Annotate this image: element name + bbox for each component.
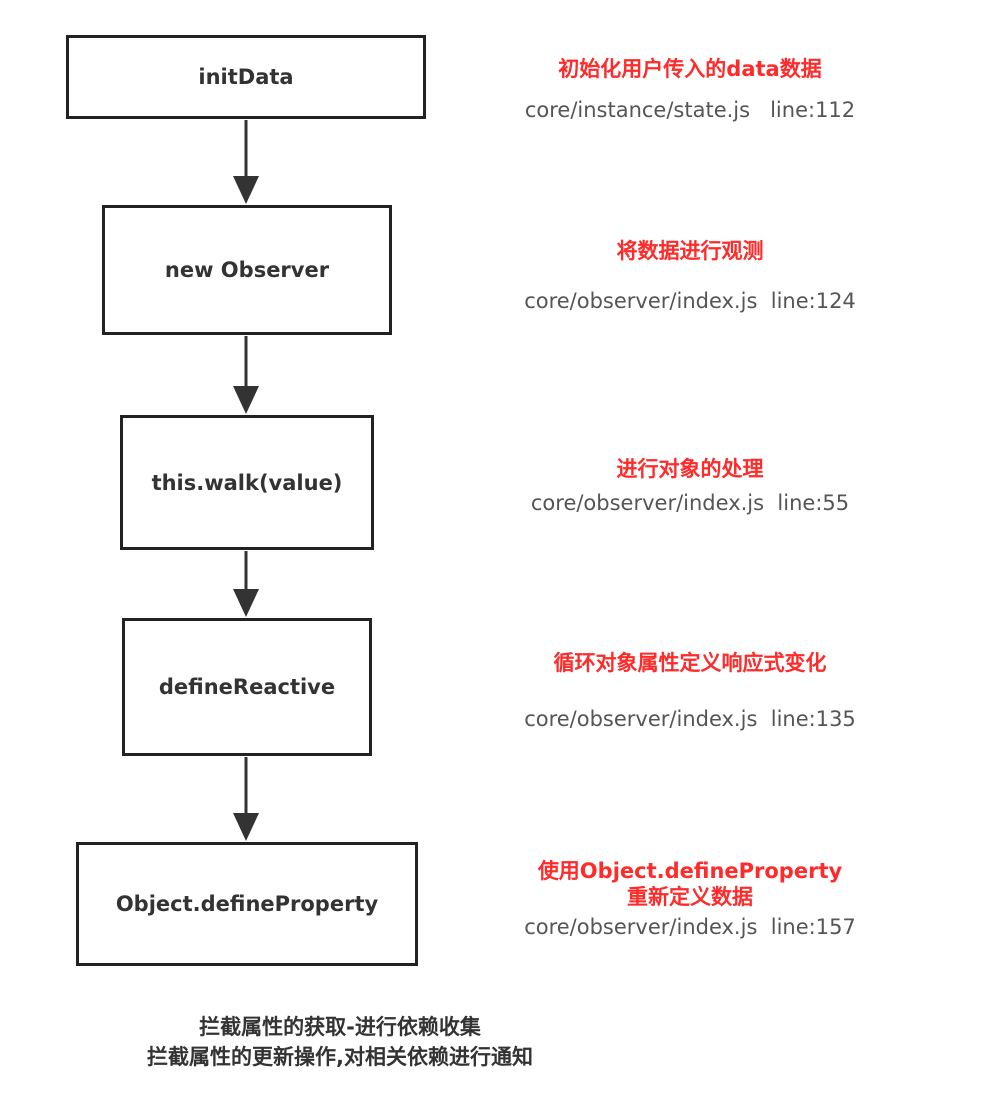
note-title: 初始化用户传入的data数据 (558, 57, 822, 81)
arrow-4-head (233, 813, 259, 841)
note-path: core/observer/index.js line:124 (524, 289, 856, 313)
note-define-reactive: 循环对象属性定义响应式变化 core/observer/index.js lin… (470, 650, 910, 732)
footer-description: 拦截属性的获取-进行依赖收集 拦截属性的更新操作,对相关依赖进行通知 (130, 1012, 550, 1072)
note-title: 将数据进行观测 (616, 239, 764, 263)
note-title-line2: 重新定义数据 (627, 885, 753, 909)
note-title: 循环对象属性定义响应式变化 (553, 651, 827, 675)
note-init-data: 初始化用户传入的data数据 core/instance/state.js li… (470, 56, 910, 123)
node-label: new Observer (164, 258, 330, 282)
note-title: 使用Object.defineProperty (537, 859, 843, 883)
arrow-2-head (233, 386, 259, 414)
footer-line-2: 拦截属性的更新操作,对相关依赖进行通知 (147, 1045, 533, 1069)
note-object-define-property: 使用Object.defineProperty 重新定义数据 core/obse… (470, 858, 910, 940)
node-new-observer: new Observer (102, 205, 392, 335)
footer-line-1: 拦截属性的获取-进行依赖收集 (199, 1015, 481, 1039)
node-label: this.walk(value) (151, 470, 343, 495)
note-title: 进行对象的处理 (616, 457, 764, 481)
node-this-walk: this.walk(value) (120, 415, 374, 550)
node-define-reactive: defineReactive (122, 618, 372, 756)
node-label: Object.defineProperty (115, 892, 379, 916)
note-new-observer: 将数据进行观测 core/observer/index.js line:124 (470, 238, 910, 314)
arrow-1-head (233, 176, 259, 204)
arrow-3-head (233, 589, 259, 617)
note-this-walk: 进行对象的处理 core/observer/index.js line:55 (470, 456, 910, 516)
node-init-data: initData (66, 35, 426, 119)
note-path: core/observer/index.js line:157 (524, 915, 856, 939)
note-path: core/observer/index.js line:135 (524, 707, 856, 731)
node-label: initData (198, 65, 294, 89)
node-label: defineReactive (158, 675, 336, 699)
node-object-define-property: Object.defineProperty (76, 842, 418, 966)
note-path: core/instance/state.js line:112 (524, 98, 856, 122)
note-path: core/observer/index.js line:55 (530, 491, 850, 515)
